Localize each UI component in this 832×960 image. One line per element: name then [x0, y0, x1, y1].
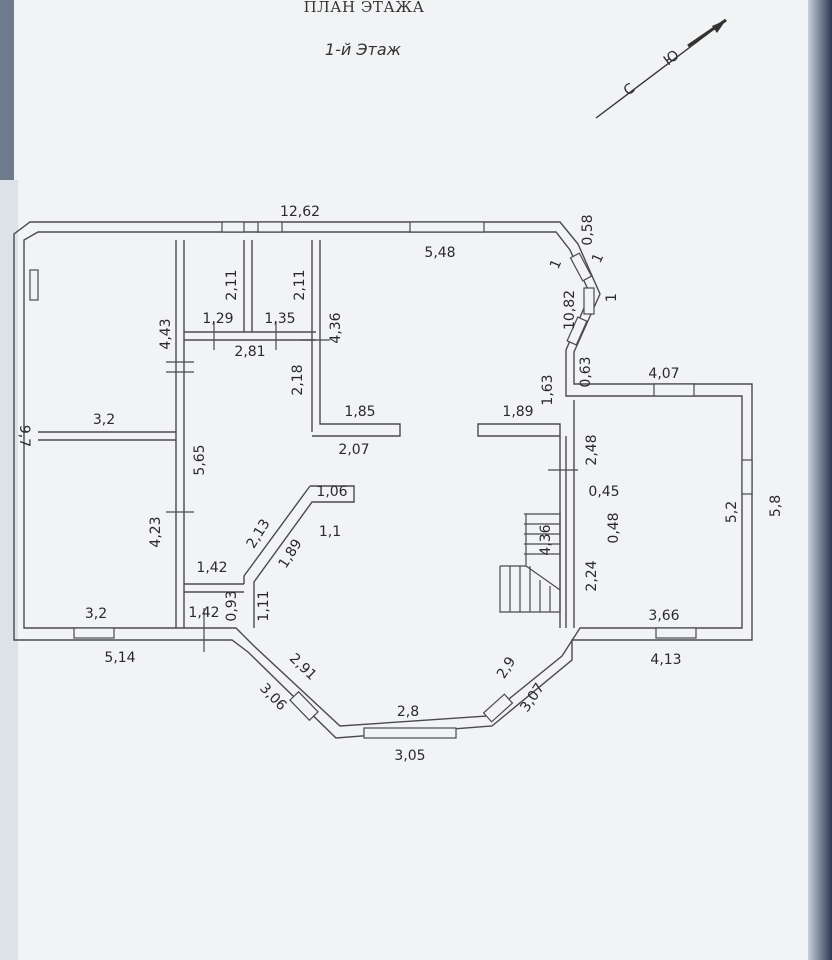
dim-2-18: 2,18	[290, 364, 306, 395]
dim-3-66: 3,66	[648, 608, 679, 624]
dim-2-24: 2,24	[584, 560, 600, 591]
dim-2-11-left: 2,11	[224, 269, 240, 300]
door-marks	[166, 322, 578, 652]
dim-1-63: 1,63	[540, 374, 556, 405]
dim-10-82: 10,82	[562, 290, 578, 330]
dim-5-2: 5,2	[724, 501, 740, 523]
dim-2-11-right: 2,11	[292, 269, 308, 300]
dim-1-42-lower: 1,42	[188, 605, 219, 621]
dim-5-14: 5,14	[104, 650, 135, 666]
dim-2-07: 2,07	[338, 442, 369, 458]
dim-1-85: 1,85	[344, 404, 375, 420]
dim-4-23: 4,23	[148, 516, 164, 547]
dim-0-48: 0,48	[606, 512, 622, 543]
dim-5-48: 5,48	[424, 245, 455, 261]
dim-1-1: 1,1	[319, 524, 341, 540]
dim-3-07: 3,07	[517, 680, 548, 715]
dim-2-9: 2,9	[494, 654, 519, 681]
dim-4-36-lower: 4,36	[538, 524, 554, 555]
binder-edge	[808, 0, 832, 960]
floor-subtitle: 1-й Этаж	[325, 40, 402, 59]
dim-1-06: 1,06	[316, 484, 347, 500]
compass-arrow-icon: С Ю	[595, 18, 727, 119]
dim-1-89-upper: 1,89	[502, 404, 533, 420]
dim-1-42-upper: 1,42	[196, 560, 227, 576]
dim-3-2-bottom: 3,2	[85, 606, 107, 622]
dim-5-8: 5,8	[768, 495, 784, 517]
dim-0-63: 0,63	[578, 356, 594, 387]
dim-1-a: 1	[547, 257, 565, 272]
dim-0-93: 0,93	[224, 590, 240, 621]
dimension-labels: 12,62 5,48 0,58 1 1 1 10,82 1,63 0,63 4,…	[16, 204, 784, 764]
dim-4-13: 4,13	[650, 652, 681, 668]
dim-0-58: 0,58	[580, 214, 596, 245]
dim-1-c: 1	[604, 293, 620, 302]
dim-2-13: 2,13	[244, 516, 274, 551]
dim-3-2-top: 3,2	[93, 412, 115, 428]
dim-2-48: 2,48	[584, 434, 600, 465]
dim-5-65: 5,65	[192, 444, 208, 475]
dim-3-05: 3,05	[394, 748, 425, 764]
dim-1-89-lower: 1,89	[276, 536, 306, 571]
dim-4-43: 4,43	[158, 318, 174, 349]
plan-title: ПЛАН ЭТАЖА	[304, 0, 425, 16]
interior-walls	[38, 240, 575, 628]
dim-1-29: 1,29	[202, 311, 233, 327]
windows	[29, 221, 753, 739]
dim-12-62: 12,62	[280, 204, 320, 220]
paper-sheet	[14, 0, 810, 960]
dim-4-07: 4,07	[648, 366, 679, 382]
dim-3-06: 3,06	[256, 680, 289, 714]
dim-1-35: 1,35	[264, 311, 295, 327]
dim-2-91: 2,91	[286, 651, 320, 684]
compass-label-s: С	[621, 80, 639, 99]
dim-1-11: 1,11	[256, 590, 272, 621]
dim-9-7: 9,7	[16, 425, 32, 447]
dim-1-b: 1	[589, 251, 607, 266]
dim-4-36-upper: 4,36	[328, 312, 344, 343]
staircase	[499, 513, 561, 613]
dim-2-8: 2,8	[397, 704, 419, 720]
dim-2-81: 2,81	[234, 344, 265, 360]
dim-0-45: 0,45	[588, 484, 619, 500]
